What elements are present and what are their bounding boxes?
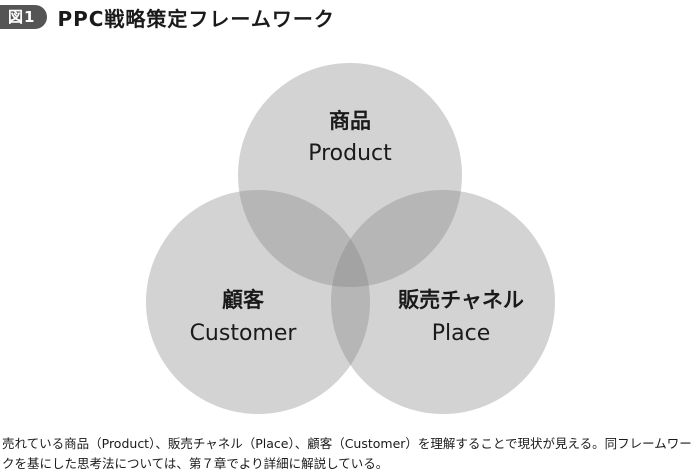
venn-circle-place	[331, 190, 555, 414]
figure-caption: 売れている商品（Product）、販売チャネル（Place）、顧客（Custom…	[2, 436, 692, 471]
customer-label-jp: 顧客	[222, 288, 265, 312]
figure-number-badge: 図1	[0, 5, 48, 29]
place-label-jp: 販売チャネル	[398, 288, 524, 312]
product-label-en: Product	[308, 141, 392, 166]
place-label-en: Place	[432, 321, 491, 346]
product-label-jp: 商品	[329, 109, 371, 133]
figure-title: PPC戦略策定フレームワーク	[57, 6, 335, 31]
venn-circle-customer	[146, 190, 370, 414]
figure-header: 図1 PPC戦略策定フレームワーク	[0, 2, 335, 32]
customer-label-en: Customer	[190, 321, 298, 346]
venn-circle-product	[238, 63, 462, 287]
